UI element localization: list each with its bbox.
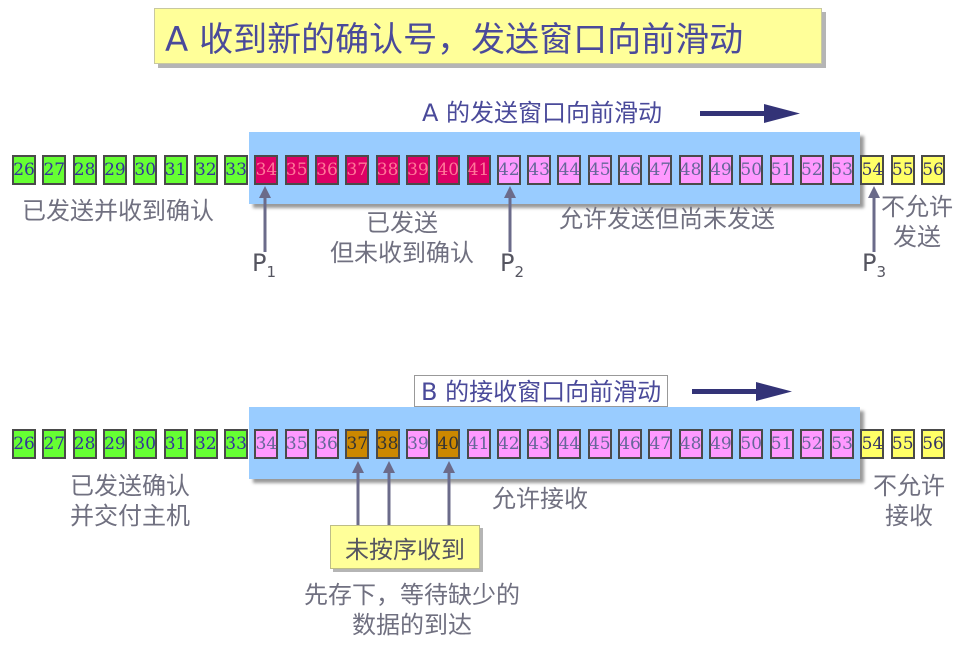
receiver-label-acked-delivered: 已发送确认 并交付主机	[40, 471, 220, 531]
receiver-cell-31: 31	[163, 429, 188, 459]
sender-cell-29: 29	[102, 155, 127, 185]
receiver-cell-27: 27	[42, 429, 67, 459]
sender-cell-28: 28	[72, 155, 97, 185]
receiver-cell-40: 40	[436, 429, 461, 459]
receiver-cell-45: 45	[587, 429, 612, 459]
receiver-cell-44: 44	[557, 429, 582, 459]
receiver-cell-53: 53	[830, 429, 855, 459]
sender-label-not-allowed-line2: 发送	[893, 223, 941, 251]
pointer-p1: P1	[252, 249, 277, 281]
sender-cell-47: 47	[648, 155, 673, 185]
sender-cell-39: 39	[405, 155, 430, 185]
sender-cell-46: 46	[618, 155, 642, 185]
receiver-cell-30: 30	[133, 429, 158, 459]
sender-cell-50: 50	[739, 155, 764, 185]
receiver-slide-arrow-icon	[692, 382, 792, 401]
sender-cell-40: 40	[436, 155, 461, 185]
sender-cell-34: 34	[254, 155, 279, 185]
sender-label-sent-not-acked: 已发送 但未收到确认	[302, 208, 502, 268]
receiver-cell-46: 46	[618, 429, 642, 459]
receiver-cell-39: 39	[405, 429, 430, 459]
sender-label-allowed-not-sent: 允许发送但尚未发送	[559, 205, 775, 233]
sender-cell-48: 48	[678, 155, 703, 185]
receiver-cell-36: 36	[315, 429, 339, 459]
receiver-cell-42: 42	[496, 429, 521, 459]
sender-cell-54: 54	[860, 155, 885, 185]
pointer-p2: P2	[500, 249, 525, 281]
receiver-note-line1: 先存下，等待缺少的	[304, 581, 520, 609]
sender-cell-37: 37	[345, 155, 370, 185]
page-title: A 收到新的确认号，发送窗口向前滑动	[165, 19, 744, 60]
sender-cell-49: 49	[708, 155, 733, 185]
receiver-cell-50: 50	[739, 429, 764, 459]
sender-cell-44: 44	[557, 155, 582, 185]
sender-cell-42: 42	[496, 155, 521, 185]
sender-cell-36: 36	[315, 155, 339, 185]
receiver-cell-52: 52	[799, 429, 824, 459]
sender-cell-56: 56	[921, 155, 945, 185]
sender-cell-31: 31	[163, 155, 188, 185]
sender-cell-52: 52	[799, 155, 824, 185]
receiver-cell-49: 49	[708, 429, 733, 459]
receiver-label-allowed: 允许接收	[492, 485, 588, 513]
sender-cell-41: 41	[466, 155, 491, 185]
receiver-cell-51: 51	[769, 429, 794, 459]
sender-cell-55: 55	[890, 155, 915, 185]
receiver-cell-41: 41	[466, 429, 491, 459]
sender-label-not-allowed-line1: 不允许	[881, 193, 953, 221]
receiver-cell-37: 37	[345, 429, 370, 459]
receiver-cell-56: 56	[921, 429, 945, 459]
sender-cell-51: 51	[769, 155, 794, 185]
receiver-label-acked-delivered-line1: 已发送确认	[70, 472, 190, 500]
receiver-cell-29: 29	[102, 429, 127, 459]
receiver-cell-47: 47	[648, 429, 673, 459]
receiver-window-heading: B 的接收窗口向前滑动	[414, 375, 669, 407]
sender-slide-arrow-icon	[700, 104, 800, 123]
sender-label-not-allowed: 不允许 发送	[872, 192, 962, 252]
receiver-label-not-allowed-line2: 接收	[885, 502, 933, 530]
sender-cell-53: 53	[830, 155, 855, 185]
receiver-cell-32: 32	[193, 429, 218, 459]
receiver-note-line2: 数据的到达	[352, 611, 472, 639]
out-of-order-callout: 未按序收到	[330, 525, 480, 569]
title-box: A 收到新的确认号，发送窗口向前滑动	[154, 8, 822, 64]
receiver-cell-54: 54	[860, 429, 885, 459]
receiver-cell-38: 38	[375, 429, 400, 459]
receiver-label-not-allowed: 不允许 接收	[862, 471, 956, 531]
receiver-cell-48: 48	[678, 429, 703, 459]
receiver-cell-33: 33	[224, 429, 249, 459]
sender-cell-26: 26	[12, 155, 36, 185]
sender-cell-33: 33	[224, 155, 249, 185]
sender-cell-35: 35	[284, 155, 309, 185]
receiver-label-acked-delivered-line2: 并交付主机	[70, 502, 190, 530]
sender-label-sent-not-acked-line2: 但未收到确认	[330, 239, 474, 267]
pointer-p3: P3	[862, 249, 887, 281]
receiver-label-not-allowed-line1: 不允许	[873, 472, 945, 500]
receiver-cell-55: 55	[890, 429, 915, 459]
sender-cell-27: 27	[42, 155, 67, 185]
receiver-cell-26: 26	[12, 429, 36, 459]
sender-cell-45: 45	[587, 155, 612, 185]
sender-window-heading: A 的发送窗口向前滑动	[422, 99, 663, 127]
sender-label-sent-not-acked-line1: 已发送	[366, 209, 438, 237]
receiver-cell-34: 34	[254, 429, 279, 459]
sender-cell-43: 43	[527, 155, 552, 185]
sender-cell-30: 30	[133, 155, 158, 185]
receiver-cell-43: 43	[527, 429, 552, 459]
receiver-cell-35: 35	[284, 429, 309, 459]
receiver-cell-28: 28	[72, 429, 97, 459]
sender-label-sent-acked: 已发送并收到确认	[22, 197, 214, 225]
sender-cell-32: 32	[193, 155, 218, 185]
sender-cell-38: 38	[375, 155, 400, 185]
receiver-note: 先存下，等待缺少的 数据的到达	[282, 580, 542, 640]
